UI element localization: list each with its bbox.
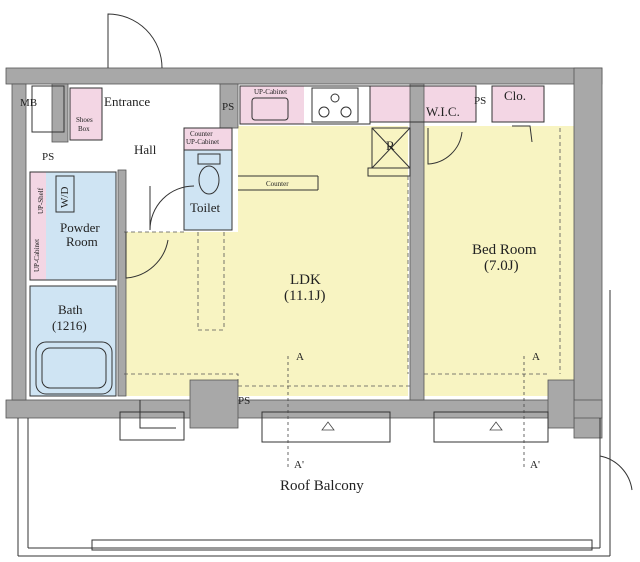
room-labels: MB PS PS PS PS Entrance Shoes Box Hall C… xyxy=(20,88,540,494)
mb-label: MB xyxy=(20,97,37,109)
up-cabinet-powder-label: UP-Cabinet xyxy=(33,239,41,272)
toilet-icon xyxy=(197,153,221,195)
dashed-lines xyxy=(124,128,561,387)
balcony-step-left xyxy=(119,411,185,441)
section-a2-left-label: A' xyxy=(294,459,304,471)
powder-room-label-1: Powder xyxy=(60,220,100,235)
walls xyxy=(5,67,603,439)
balcony xyxy=(17,290,611,557)
entrance-label: Entrance xyxy=(104,94,150,109)
ps-balcony-label: PS xyxy=(238,395,250,407)
bedroom-door xyxy=(427,128,463,165)
entrance-door xyxy=(107,13,163,69)
bedroom-floor xyxy=(424,126,576,396)
section-markers xyxy=(287,356,525,468)
section-a-left-label: A xyxy=(296,351,304,363)
doors xyxy=(107,13,633,491)
powder-door xyxy=(125,232,169,279)
ldk-label-2: (11.1J) xyxy=(284,288,326,304)
hall-label: Hall xyxy=(134,142,157,157)
balcony-door-left xyxy=(139,400,176,429)
up-shelf-storage xyxy=(30,172,46,280)
roof-balcony-label: Roof Balcony xyxy=(280,478,364,494)
ldk-floor xyxy=(238,126,408,396)
bath-label-1: Bath xyxy=(58,302,83,317)
section-a2-right-label: A' xyxy=(530,459,540,471)
counter-cabinet-label-2: UP-Cabinet xyxy=(186,138,219,146)
bedroom-label-2: (7.0J) xyxy=(484,258,519,274)
interior-lines xyxy=(29,85,545,397)
up-cabinet-kitchen xyxy=(240,86,304,124)
bath-label-2: (1216) xyxy=(52,318,87,333)
refrigerator-label: R xyxy=(386,138,395,153)
wic-label: W.I.C. xyxy=(426,104,460,119)
clo-label: Clo. xyxy=(504,88,526,103)
balcony-door-right xyxy=(599,455,633,491)
sink-icon xyxy=(251,97,289,121)
shoes-box-storage xyxy=(70,88,102,140)
powder-room-label-2: Room xyxy=(66,234,98,249)
ps-left-label: PS xyxy=(42,151,54,163)
toilet-label: Toilet xyxy=(190,200,221,215)
up-shelf-label: UP-Shelf xyxy=(37,187,45,214)
up-cabinet-kitchen-label: UP-Cabinet xyxy=(254,88,287,96)
ldk-label-1: LDK xyxy=(290,272,321,288)
clo-storage xyxy=(492,86,544,122)
counter-label: Counter xyxy=(266,180,289,188)
toilet-floor xyxy=(184,150,232,230)
counter-cabinet-label-1: Counter xyxy=(190,130,213,138)
hall-door xyxy=(149,185,195,231)
shoes-box-label-2: Box xyxy=(78,125,90,133)
bath-floor xyxy=(30,286,116,396)
bedroom-label-1: Bed Room xyxy=(472,242,537,258)
ps-kitchen-label: PS xyxy=(222,101,234,113)
section-a-right-label: A xyxy=(532,351,540,363)
wd-label: W/D xyxy=(59,187,71,208)
ps-bed-label: PS xyxy=(474,95,486,107)
balcony-window-ldk xyxy=(261,411,391,443)
ldk-floor-lower xyxy=(124,232,240,396)
counter-cabinet-storage xyxy=(184,128,232,150)
shoes-box-label-1: Shoes xyxy=(76,116,93,124)
cooktop-icon xyxy=(311,87,359,123)
balcony-window-bed xyxy=(433,411,549,443)
wic-door xyxy=(512,125,533,143)
